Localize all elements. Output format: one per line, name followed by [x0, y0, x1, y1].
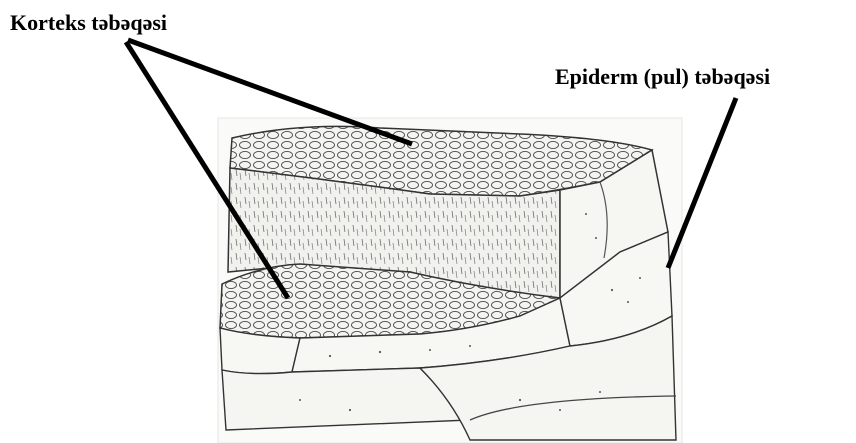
cortex-label: Korteks təbəqəsi	[10, 12, 167, 34]
epidermis-label: Epiderm (pul) təbəqəsi	[555, 66, 770, 88]
